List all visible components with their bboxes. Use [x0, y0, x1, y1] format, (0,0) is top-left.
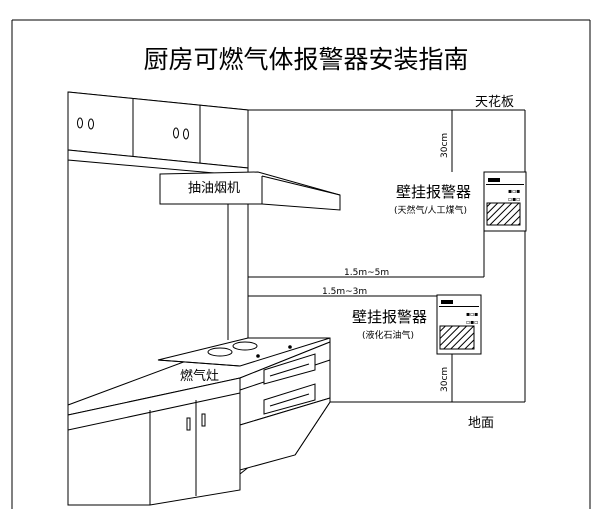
alarm-top-device: ▪▫▪ ▫▪▫: [483, 171, 527, 232]
page-title: 厨房可燃气体报警器安装指南: [143, 45, 468, 74]
alarm-bottom-label: 壁挂报警器: [352, 308, 427, 326]
hood-label: 抽油烟机: [188, 181, 240, 196]
dim-bottom-vertical: 30cm: [440, 367, 450, 392]
svg-text:▫▪▫: ▫▪▫: [508, 196, 520, 203]
upper-cabinets: [67, 91, 249, 177]
svg-text:▪▫▪: ▪▫▪: [466, 311, 478, 318]
stove-label: 燃气灶: [180, 368, 219, 384]
alarm-bottom-device: ▪▫▪ ▫▪▫: [436, 294, 482, 355]
alarm-top-sublabel: (天然气/人工煤气): [394, 204, 467, 216]
svg-text:▫▪▫: ▫▪▫: [466, 319, 478, 326]
ceiling-label: 天花板: [475, 94, 514, 110]
alarm-top-label: 壁挂报警器: [396, 183, 471, 201]
dim-top-vertical: 30cm: [440, 133, 450, 158]
frame: [11, 19, 591, 509]
alarm-bottom-sublabel: (液化石油气): [362, 329, 414, 341]
dim-bottom-horizontal: 1.5m~3m: [322, 287, 367, 297]
floor-label: 地面: [468, 416, 494, 431]
gas-stove: [157, 337, 331, 367]
dimension-lines: [248, 110, 485, 402]
dim-top-horizontal: 1.5m~5m: [344, 268, 389, 278]
svg-text:▪▫▪: ▪▫▪: [508, 188, 520, 195]
range-hood: [159, 171, 341, 211]
